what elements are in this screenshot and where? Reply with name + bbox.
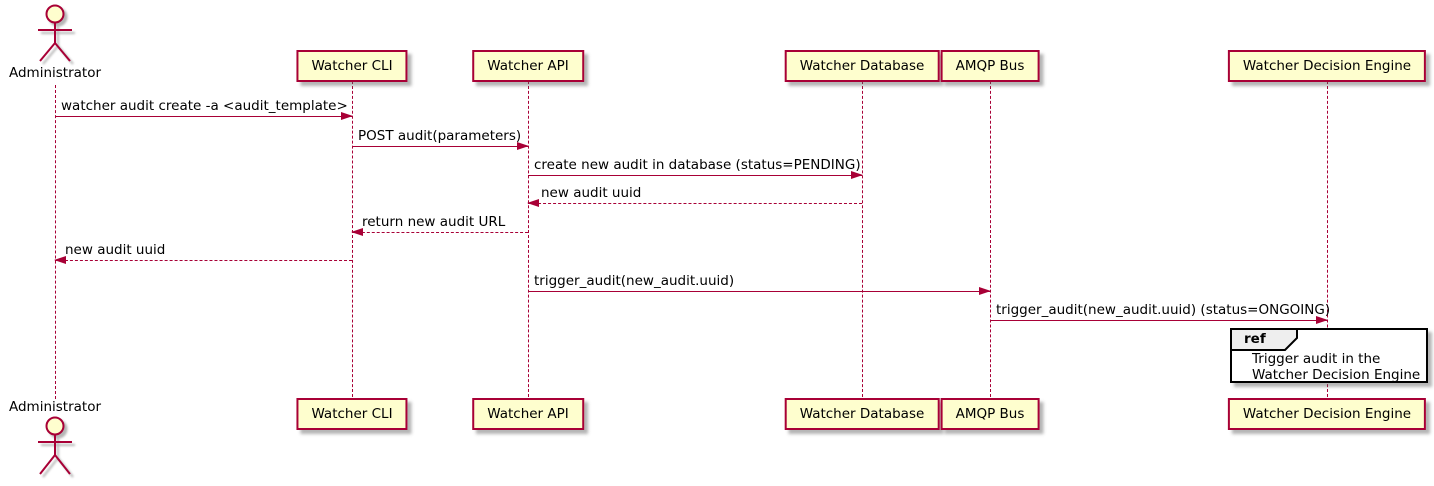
message-label: trigger_audit(new_audit.uuid)	[534, 273, 735, 289]
lifeline-watcher-database	[862, 81, 863, 397]
ref-text-line-1: Trigger audit in the	[1252, 351, 1381, 367]
message-label: new audit uuid	[541, 185, 642, 201]
arrowhead-icon	[351, 228, 363, 236]
participant-watcher-decision-engine-bottom: Watcher Decision Engine	[1227, 398, 1427, 430]
message-line	[352, 146, 528, 147]
lifeline-watcher-cli	[352, 81, 353, 397]
message-label: POST audit(parameters)	[358, 128, 522, 144]
actor-icon	[38, 4, 72, 62]
arrowhead-icon	[341, 112, 353, 120]
message-line	[528, 175, 862, 176]
lifeline-watcher-decision-engine	[1327, 81, 1328, 397]
arrowhead-icon	[527, 199, 539, 207]
participant-watcher-cli-top: Watcher CLI	[296, 50, 408, 82]
ref-tab-icon	[1230, 328, 1298, 351]
arrowhead-icon	[851, 171, 863, 179]
arrowhead-icon	[54, 256, 66, 264]
message-line	[55, 260, 352, 261]
message-label: create new audit in database (status=PEN…	[534, 157, 861, 173]
message-label: trigger_audit(new_audit.uuid) (status=ON…	[996, 302, 1331, 318]
arrowhead-icon	[517, 142, 529, 150]
actor-administrator-bottom: Administrator	[8, 399, 102, 415]
lifeline-watcher-api	[528, 81, 529, 397]
arrowhead-icon	[979, 287, 991, 295]
message-line	[990, 320, 1327, 321]
message-label: watcher audit create -a <audit_template>	[61, 98, 348, 114]
participant-amqp-bus-top: AMQP Bus	[940, 50, 1040, 82]
arrowhead-icon	[1316, 316, 1328, 324]
ref-keyword: ref	[1244, 331, 1266, 347]
message-label: new audit uuid	[65, 242, 166, 258]
participant-watcher-api-top: Watcher API	[472, 50, 584, 82]
actor-administrator-top: Administrator	[8, 65, 102, 81]
ref-text: Trigger audit in the Watcher Decision En…	[1252, 351, 1420, 383]
participant-watcher-database-top: Watcher Database	[784, 50, 940, 82]
message-label: return new audit URL	[362, 214, 506, 230]
participant-watcher-decision-engine-top: Watcher Decision Engine	[1227, 50, 1427, 82]
message-line	[55, 116, 352, 117]
participant-watcher-database-bottom: Watcher Database	[784, 398, 940, 430]
message-line	[528, 203, 862, 204]
message-line	[352, 232, 528, 233]
message-line	[528, 291, 990, 292]
ref-text-line-2: Watcher Decision Engine	[1252, 367, 1421, 383]
ref-fragment: ref Trigger audit in the Watcher Decisio…	[1230, 328, 1428, 383]
participant-watcher-api-bottom: Watcher API	[472, 398, 584, 430]
actor-icon	[38, 416, 72, 475]
participant-watcher-cli-bottom: Watcher CLI	[296, 398, 408, 430]
lifeline-amqp-bus	[990, 81, 991, 397]
participant-amqp-bus-bottom: AMQP Bus	[940, 398, 1040, 430]
lifeline-administrator	[55, 85, 56, 399]
